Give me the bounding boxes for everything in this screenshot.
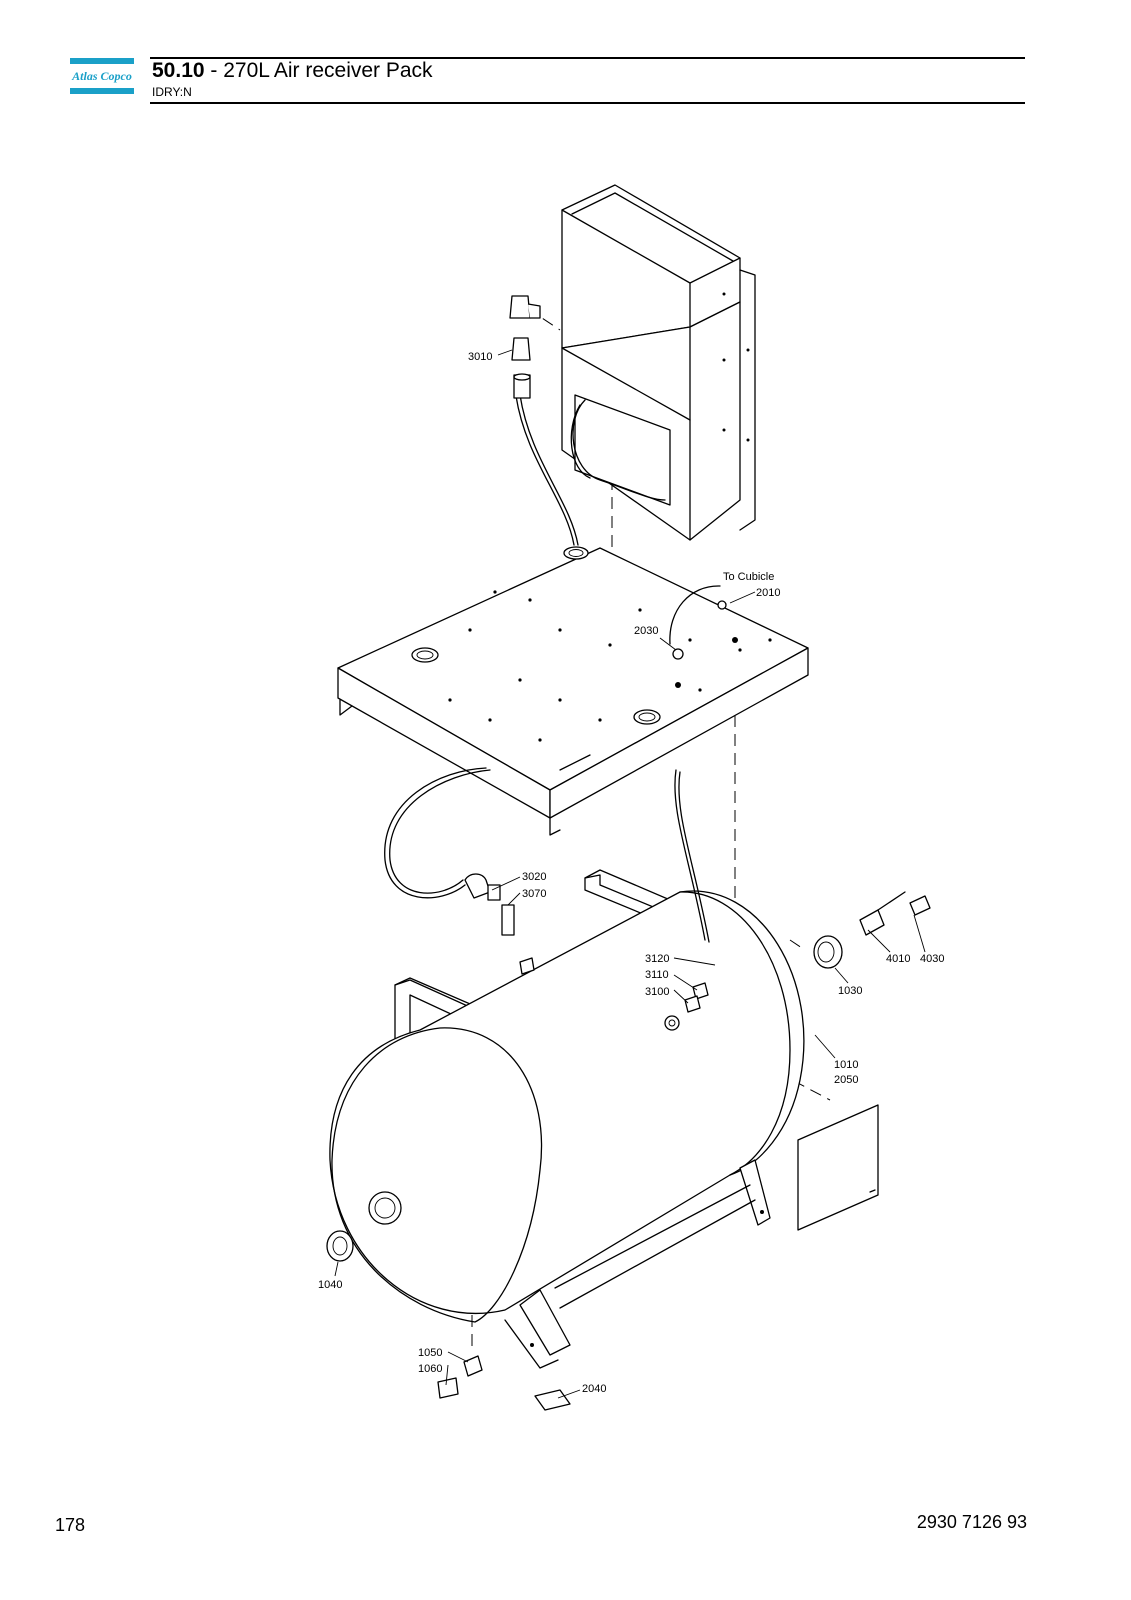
section-number: 50.10 xyxy=(152,59,205,82)
callout-1010: 1010 xyxy=(834,1059,858,1071)
callout-2010: 2010 xyxy=(756,587,780,599)
callout-1060: 1060 xyxy=(418,1363,442,1375)
callout-labels: 3010 To Cubicle 2010 2030 3020 3070 3120… xyxy=(318,351,944,1395)
atlas-copco-logo: Atlas Copco xyxy=(70,58,134,94)
callout-3010: 3010 xyxy=(468,351,492,363)
document-number: 2930 7126 93 xyxy=(916,1512,1027,1532)
callout-2040: 2040 xyxy=(582,1383,606,1395)
callout-3110: 3110 xyxy=(645,969,669,981)
air-receiver-tank xyxy=(329,890,805,1369)
callout-to-cubicle: To Cubicle xyxy=(723,571,774,583)
callout-4010: 4010 xyxy=(886,953,910,965)
page-subtitle: IDRY:N xyxy=(152,85,192,99)
page-number: 178 xyxy=(55,1515,86,1535)
callout-1030: 1030 xyxy=(838,985,862,997)
cubicle-panel xyxy=(561,184,756,541)
section-title: 270L Air receiver Pack xyxy=(223,59,433,82)
base-plate xyxy=(337,546,809,836)
page-title: 50.10 - 270L Air receiver Pack xyxy=(152,59,433,83)
callout-1040: 1040 xyxy=(318,1279,342,1291)
header-rule-top xyxy=(150,57,1025,59)
callout-4030: 4030 xyxy=(920,953,944,965)
fittings xyxy=(326,295,931,1411)
callout-3020: 3020 xyxy=(522,871,546,883)
hoses xyxy=(384,394,721,943)
callout-1050: 1050 xyxy=(418,1347,442,1359)
callout-2050: 2050 xyxy=(834,1074,858,1086)
callout-2030: 2030 xyxy=(634,625,658,637)
header-rule-bottom xyxy=(150,102,1025,104)
title-separator: - xyxy=(204,59,224,82)
callout-3070: 3070 xyxy=(522,888,546,900)
callout-3120: 3120 xyxy=(645,953,669,965)
callout-3100: 3100 xyxy=(645,986,669,998)
leader-lines xyxy=(334,349,926,1399)
svg-text:Atlas Copco: Atlas Copco xyxy=(71,69,132,83)
